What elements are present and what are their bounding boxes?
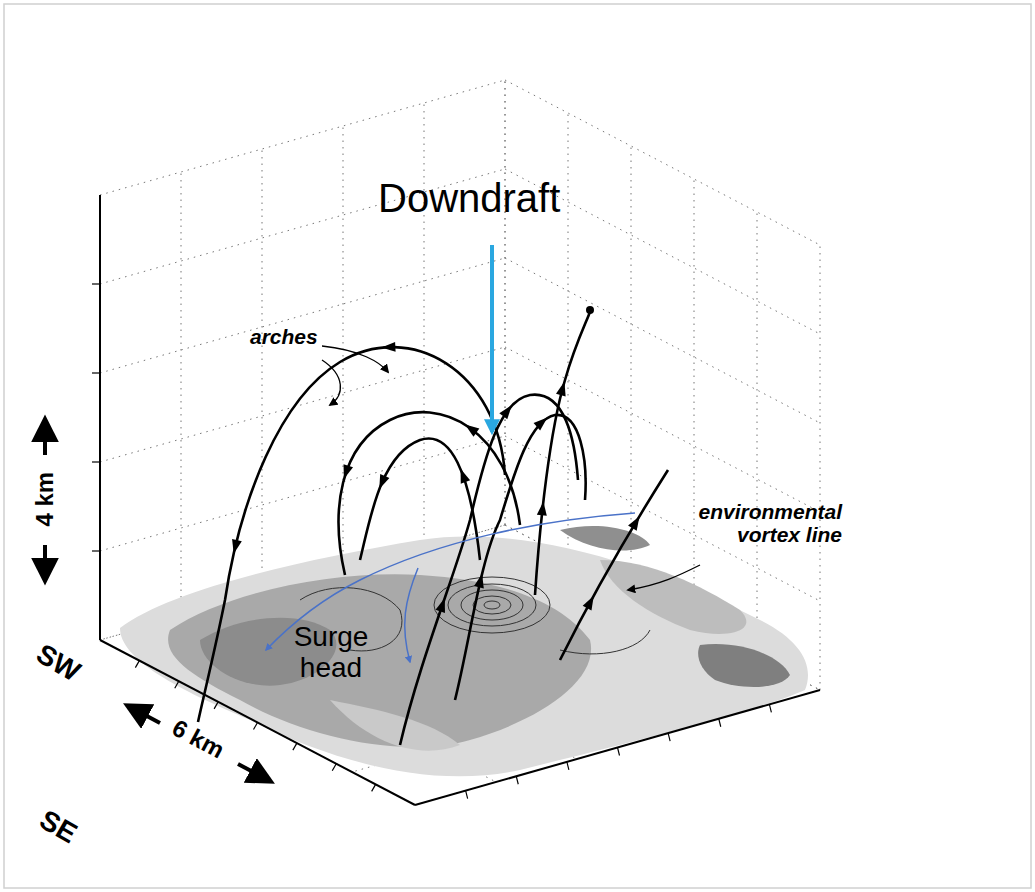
downdraft-arrow: [490, 245, 494, 432]
direction-label: SE: [24, 799, 91, 856]
dotted-box-grid: [100, 80, 820, 805]
line-end-dot: [586, 306, 594, 314]
vortex-line-label: environmental vortex line: [642, 500, 842, 546]
width-dimension: 6 km: [156, 709, 239, 770]
surface-shading: [120, 526, 808, 776]
arches-label: arches: [250, 325, 340, 348]
leader-lines: [322, 346, 700, 590]
vortex-lines: [198, 312, 668, 745]
dimension-arrows: [45, 420, 270, 781]
height-dimension: 4 km: [32, 459, 58, 539]
direction-label: SW: [24, 635, 91, 692]
surge-head-label: Surge head: [286, 622, 376, 684]
frame: [4, 4, 1031, 888]
downdraft-label: Downdraft: [378, 176, 618, 220]
